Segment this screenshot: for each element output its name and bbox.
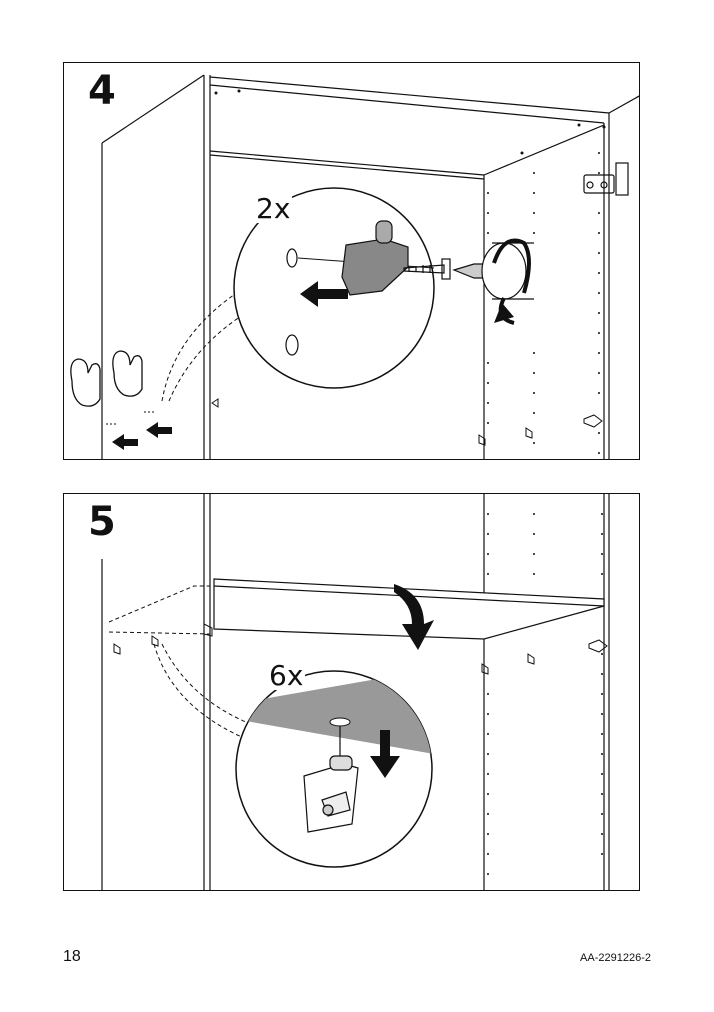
step-4-panel: 4 2x [63, 62, 640, 460]
document-code: AA-2291226-2 [580, 952, 651, 964]
step-5-panel: 5 6x [63, 493, 640, 891]
pointing-hand-icon [70, 350, 143, 407]
down-arrow-icon [394, 584, 434, 650]
rotate-arrow-icon [492, 238, 531, 294]
quantity-label: 6x [267, 659, 306, 692]
step-4-cabinet-illustration [70, 74, 639, 459]
shelf-support-pin [303, 755, 359, 833]
shelf-support-pin [341, 220, 409, 296]
step-number: 4 [88, 68, 116, 114]
step-5-cabinet-illustration [101, 494, 610, 890]
screw-icon [403, 258, 451, 280]
push-arrow-icon [300, 281, 348, 307]
page-number: 18 [63, 948, 81, 965]
quantity-label: 2x [254, 192, 293, 225]
step-number: 5 [88, 499, 116, 545]
hinge-icon [583, 162, 629, 196]
screwdriver-icon [452, 242, 534, 300]
